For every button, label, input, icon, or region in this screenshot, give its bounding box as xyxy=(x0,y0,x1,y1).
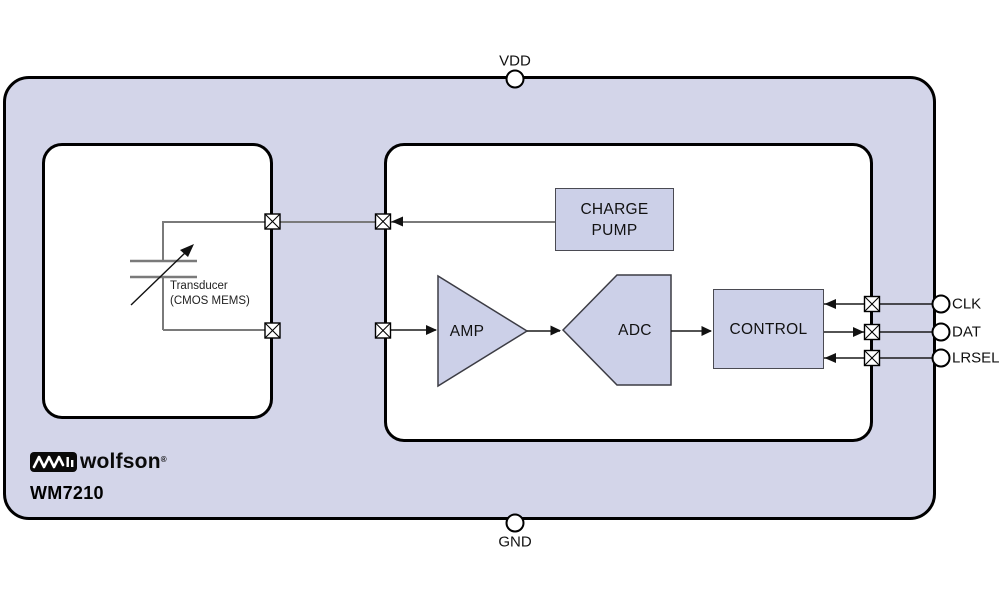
dat-wire xyxy=(823,327,941,337)
control-block: CONTROL xyxy=(713,289,824,369)
amp-label: AMP xyxy=(449,323,485,340)
charge-pump-label-line2: PUMP xyxy=(591,221,638,239)
lrsel-terminal xyxy=(863,349,881,367)
mems-top-terminal xyxy=(264,213,281,230)
charge-pump-bias-wire xyxy=(273,216,555,227)
adc-to-control-wire xyxy=(671,326,712,336)
clk-label: CLK xyxy=(952,295,982,313)
adc-label: ADC xyxy=(618,322,652,339)
dat-terminal xyxy=(863,323,881,341)
lrsel-label: LRSEL xyxy=(952,349,1000,367)
registered-trademark-symbol: ® xyxy=(160,455,167,464)
dat-pin xyxy=(931,322,951,342)
transducer-wires xyxy=(130,221,273,331)
package-pins xyxy=(505,69,951,533)
signal-wire-to-amp xyxy=(383,325,437,335)
gnd-label: GND xyxy=(498,533,532,551)
transducer-caption-line2: (CMOS MEMS) xyxy=(170,295,250,307)
mems-die-outline xyxy=(42,143,273,419)
bond-pad-terminals xyxy=(264,213,881,367)
part-number: WM7210 xyxy=(30,483,104,503)
dat-label: DAT xyxy=(952,323,981,341)
vdd-pin xyxy=(505,69,525,89)
mems-bottom-terminal xyxy=(264,322,281,339)
asic-top-terminal xyxy=(374,213,392,230)
clk-pin xyxy=(931,294,951,314)
charge-pump-label-line1: CHARGE xyxy=(580,200,649,218)
lrsel-pin xyxy=(931,348,951,368)
lrsel-wire xyxy=(823,353,941,363)
clk-wire xyxy=(823,299,941,309)
clk-terminal xyxy=(863,295,881,313)
gnd-pin xyxy=(505,513,525,533)
wolfson-wordmark: wolfson® xyxy=(80,450,167,473)
wolfson-logo-mark xyxy=(30,452,77,472)
adc-block-shape xyxy=(561,274,672,386)
transducer-caption-line1: Transducer xyxy=(170,280,228,292)
transducer-caption: Transducer (CMOS MEMS) xyxy=(170,279,250,309)
charge-pump-block: CHARGE PUMP xyxy=(555,188,674,251)
asic-bottom-terminal xyxy=(374,322,392,339)
variable-capacitor-arrow xyxy=(130,244,194,306)
amp-block-shape xyxy=(437,274,529,388)
wolfson-logo: wolfson® xyxy=(30,450,167,473)
wolfson-logo-mark-glyph xyxy=(32,455,74,469)
amp-to-adc-wire xyxy=(527,325,561,336)
control-label: CONTROL xyxy=(729,320,808,338)
wolfson-wordmark-text: wolfson xyxy=(80,450,161,473)
vdd-label: VDD xyxy=(499,52,531,70)
